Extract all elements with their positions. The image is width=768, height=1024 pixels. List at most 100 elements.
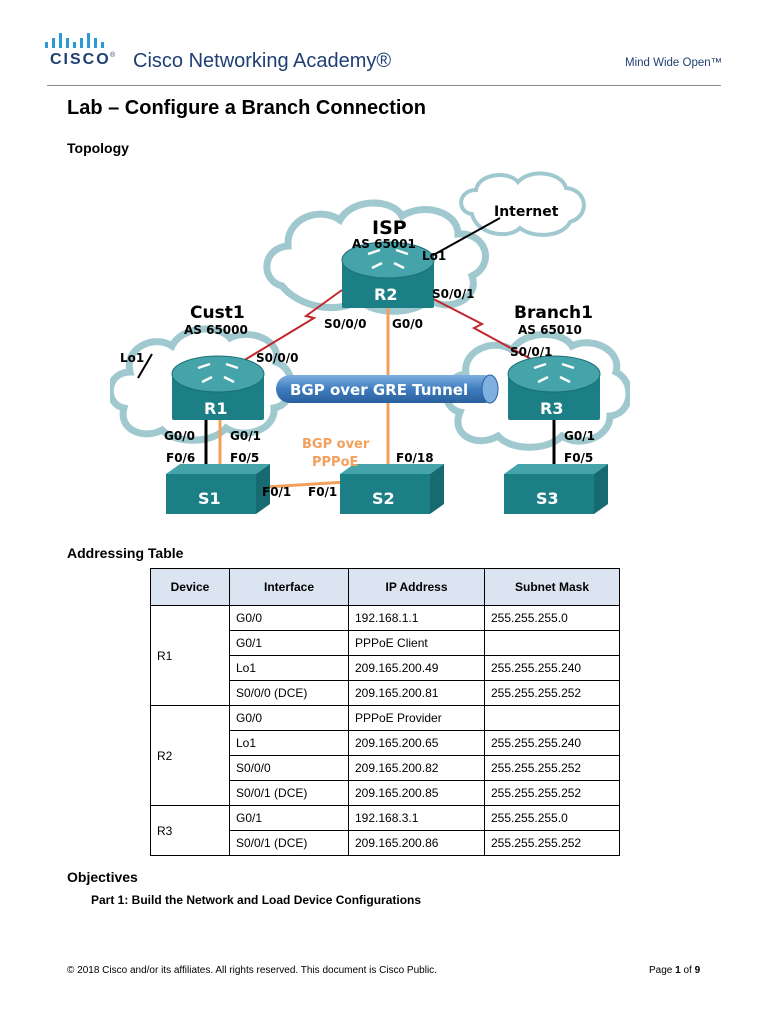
addressing-table-heading: Addressing Table bbox=[67, 545, 184, 561]
page-title: Lab – Configure a Branch Connection bbox=[67, 97, 426, 119]
r1-g00-label: G0/0 bbox=[164, 429, 195, 443]
r2-lo1-label: Lo1 bbox=[422, 249, 446, 263]
mask-cell: 255.255.255.252 bbox=[484, 780, 620, 806]
topology-diagram: BGP over GRE Tunnel R2 R1 R3 S1 S2 S3 bbox=[110, 171, 630, 514]
bgp-over-label: BGP over bbox=[302, 437, 370, 452]
ip-cell: 209.165.200.49 bbox=[348, 655, 485, 681]
router-r2-label: R2 bbox=[374, 285, 397, 304]
router-arrows-icon bbox=[367, 248, 409, 270]
s2-f01-label: F0/1 bbox=[308, 485, 337, 499]
of-word: of bbox=[683, 965, 692, 976]
r1-lo1-label: Lo1 bbox=[120, 351, 144, 365]
footer-copyright: © 2018 Cisco and/or its affiliates. All … bbox=[67, 965, 437, 976]
interface-cell: S0/0/0 bbox=[229, 755, 349, 781]
cust1-as-label: AS 65000 bbox=[184, 323, 248, 337]
column-header-subnet-mask: Subnet Mask bbox=[484, 568, 620, 606]
internet-label: Internet bbox=[494, 204, 559, 220]
table-row: R3 G0/1 192.168.3.1 255.255.255.0 bbox=[150, 805, 620, 856]
ip-cell: 192.168.1.1 bbox=[348, 605, 485, 631]
page-total: 9 bbox=[694, 965, 701, 976]
switch-s1-label: S1 bbox=[198, 489, 221, 508]
column-header-interface: Interface bbox=[229, 568, 349, 606]
pppoe-label: PPPoE bbox=[312, 455, 358, 470]
ip-cell: 209.165.200.82 bbox=[348, 755, 485, 781]
table-row: R2 G0/0 PPPoE Provider bbox=[150, 705, 620, 806]
s3-f05-label: F0/5 bbox=[564, 451, 593, 465]
ip-cell: 209.165.200.65 bbox=[348, 730, 485, 756]
mask-cell bbox=[484, 705, 620, 731]
mask-cell: 255.255.255.252 bbox=[484, 755, 620, 781]
table-row: Lo1 209.165.200.65 255.255.255.240 bbox=[151, 730, 620, 756]
ip-cell: 192.168.3.1 bbox=[348, 805, 485, 831]
router-r3: R3 bbox=[507, 355, 601, 420]
objective-part-1: Part 1: Build the Network and Load Devic… bbox=[91, 893, 422, 907]
interface-cell: Lo1 bbox=[229, 730, 349, 756]
interface-cell: G0/0 bbox=[229, 705, 349, 731]
r2-s001-label: S0/0/1 bbox=[432, 287, 474, 301]
isp-as-label: AS 65001 bbox=[352, 237, 416, 251]
mask-cell: 255.255.255.240 bbox=[484, 655, 620, 681]
s1-f05-label: F0/5 bbox=[230, 451, 259, 465]
table-row: R1 G0/0 192.168.1.1 255.255.255.0 bbox=[150, 605, 620, 706]
interface-cell: G0/1 bbox=[229, 630, 349, 656]
router-r2: R2 bbox=[341, 241, 435, 308]
table-row: Lo1 209.165.200.49 255.255.255.240 bbox=[151, 655, 620, 681]
interface-cell: S0/0/0 (DCE) bbox=[229, 680, 349, 706]
switch-s2: S2 bbox=[340, 464, 444, 514]
ip-cell: PPPoE Client bbox=[348, 630, 485, 656]
mask-cell: 255.255.255.252 bbox=[484, 830, 620, 856]
ip-cell: PPPoE Provider bbox=[348, 705, 485, 731]
objectives-heading: Objectives bbox=[67, 869, 138, 885]
branch1-as-label: AS 65010 bbox=[518, 323, 582, 337]
academy-name: Cisco Networking Academy® bbox=[133, 50, 392, 72]
page-word: Page bbox=[649, 965, 673, 976]
table-row: S0/0/1 (DCE) 209.165.200.85 255.255.255.… bbox=[151, 780, 620, 806]
r2-r3-serial-link bbox=[415, 289, 541, 365]
s1-f06-label: F0/6 bbox=[166, 451, 195, 465]
mask-cell: 255.255.255.0 bbox=[484, 605, 620, 631]
table-row: S0/0/0 209.165.200.82 255.255.255.252 bbox=[151, 755, 620, 781]
cust1-label: Cust1 bbox=[190, 303, 245, 323]
interface-cell: S0/0/1 (DCE) bbox=[229, 780, 349, 806]
switch-s3: S3 bbox=[504, 464, 608, 514]
interface-cell: Lo1 bbox=[229, 655, 349, 681]
r3-s001-label: S0/0/1 bbox=[510, 345, 552, 359]
r1-s000-label: S0/0/0 bbox=[256, 351, 298, 365]
router-arrows-icon bbox=[197, 362, 239, 384]
interface-cell: G0/0 bbox=[229, 605, 349, 631]
r2-internet-link bbox=[427, 217, 501, 259]
column-header-device: Device bbox=[150, 568, 230, 606]
branch1-label: Branch1 bbox=[514, 303, 593, 323]
cisco-registered-mark: ® bbox=[110, 52, 116, 59]
page-current: 1 bbox=[675, 965, 681, 976]
device-cell: R1 bbox=[150, 605, 230, 706]
mask-cell: 255.255.255.240 bbox=[484, 730, 620, 756]
device-cell: R2 bbox=[150, 705, 230, 806]
isp-label: ISP bbox=[372, 217, 407, 239]
r2-s000-label: S0/0/0 bbox=[324, 317, 366, 331]
mask-cell: 255.255.255.252 bbox=[484, 680, 620, 706]
ip-cell: 209.165.200.86 bbox=[348, 830, 485, 856]
switch-s1: S1 bbox=[166, 464, 270, 514]
router-r1: R1 bbox=[171, 355, 265, 420]
ip-cell: 209.165.200.85 bbox=[348, 780, 485, 806]
switch-s3-label: S3 bbox=[536, 489, 559, 508]
r1-lo1-link bbox=[137, 353, 153, 379]
column-header-ip-address: IP Address bbox=[348, 568, 485, 606]
mask-cell bbox=[484, 630, 620, 656]
interface-cell: S0/0/1 (DCE) bbox=[229, 830, 349, 856]
topology-heading: Topology bbox=[67, 140, 129, 156]
table-row: G0/1 PPPoE Client bbox=[151, 630, 620, 656]
tunnel-label: BGP over GRE Tunnel bbox=[290, 381, 468, 399]
page-header: CISCO ® Cisco Networking Academy® Mind W… bbox=[0, 0, 768, 90]
router-arrows-icon bbox=[533, 362, 575, 384]
table-header-row: Device Interface IP Address Subnet Mask bbox=[150, 568, 620, 606]
mask-cell: 255.255.255.0 bbox=[484, 805, 620, 831]
ip-cell: 209.165.200.81 bbox=[348, 680, 485, 706]
footer-page-number: Page 1 of 9 bbox=[649, 965, 700, 976]
gre-tunnel: BGP over GRE Tunnel bbox=[276, 374, 499, 404]
r2-g00-label: G0/0 bbox=[392, 317, 423, 331]
r3-g01-label: G0/1 bbox=[564, 429, 595, 443]
switch-s2-label: S2 bbox=[372, 489, 395, 508]
router-r3-label: R3 bbox=[540, 399, 563, 418]
